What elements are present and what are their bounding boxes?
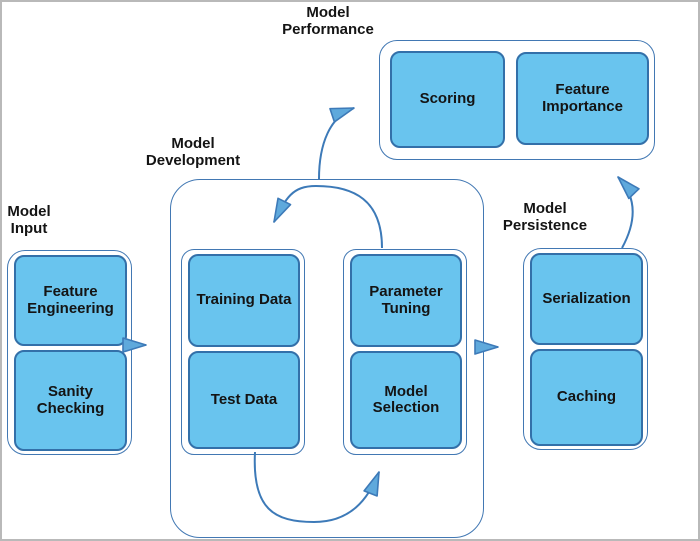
node-label: Serialization: [542, 289, 631, 307]
group-model-development: Training Data Test Data Parameter Tuning…: [170, 179, 484, 538]
group-label-model-persistence: Model Persistence: [502, 200, 588, 234]
node-label: Caching: [556, 388, 617, 406]
node-test-data: Test Data: [188, 351, 300, 449]
node-feature-importance: Feature Importance: [516, 52, 649, 145]
node-label: Scoring: [419, 90, 476, 108]
node-serialization: Serialization: [530, 253, 643, 345]
node-label: Feature Importance: [542, 81, 623, 115]
node-scoring: Scoring: [390, 51, 505, 148]
node-label: Parameter Tuning: [369, 283, 443, 317]
node-feature-engineering: Feature Engineering: [14, 255, 127, 346]
node-sanity-checking: Sanity Checking: [14, 350, 127, 451]
group-label-model-development: Model Development: [145, 135, 241, 169]
subgroup-data: Training Data Test Data: [181, 249, 305, 455]
node-label: Feature Engineering: [27, 283, 114, 317]
subgroup-tuning: Parameter Tuning Model Selection: [343, 249, 467, 455]
group-label-model-input: Model Input: [7, 203, 51, 237]
node-label: Sanity Checking: [36, 383, 105, 417]
node-label: Test Data: [210, 390, 278, 408]
node-caching: Caching: [530, 349, 643, 446]
group-label-model-performance: Model Performance: [282, 4, 374, 38]
node-parameter-tuning: Parameter Tuning: [350, 254, 462, 347]
group-model-persistence: Serialization Caching: [523, 248, 648, 450]
node-label: Model Selection: [372, 382, 440, 416]
arrow-persistence-to-performance: [617, 176, 640, 249]
node-label: Training Data: [196, 291, 292, 309]
group-model-performance: Scoring Feature Importance: [379, 40, 655, 160]
node-model-selection: Model Selection: [350, 351, 462, 449]
group-model-input: Feature Engineering Sanity Checking: [7, 250, 132, 455]
node-training-data: Training Data: [188, 254, 300, 347]
arrow-development-to-performance: [318, 107, 355, 180]
